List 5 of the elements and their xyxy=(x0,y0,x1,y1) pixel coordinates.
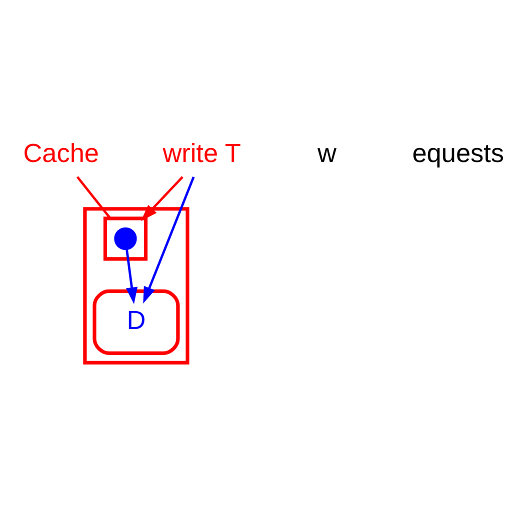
node-text: Cache xyxy=(23,138,100,168)
node-text: write T xyxy=(162,138,241,168)
node-text: D xyxy=(126,304,146,335)
label: equests xyxy=(412,138,504,168)
label: w xyxy=(318,138,336,168)
